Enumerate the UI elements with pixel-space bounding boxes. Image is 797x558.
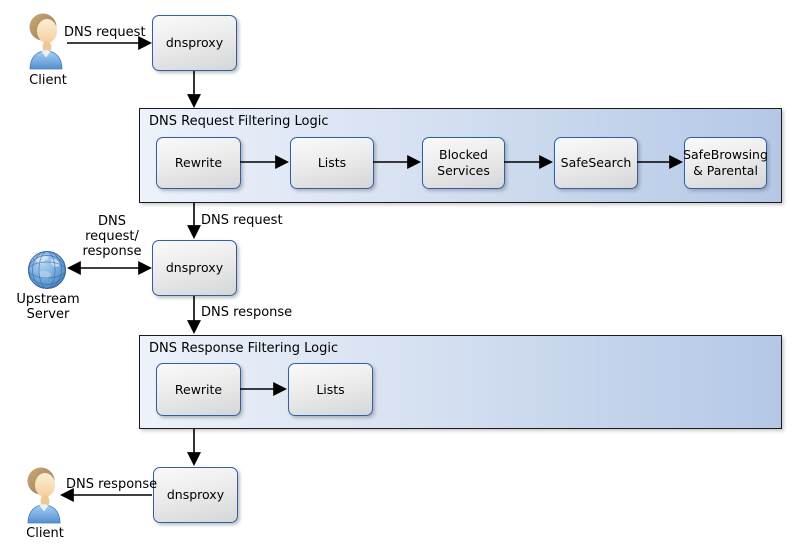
node-label: SafeBrowsing & Parental — [683, 147, 768, 178]
node-blocked-services: Blocked Services — [422, 137, 505, 189]
node-label: Rewrite — [174, 381, 223, 397]
person-icon — [27, 467, 61, 524]
node-label: Lists — [316, 381, 345, 397]
edge-label-upstream-exchange: DNS request/ response — [82, 214, 142, 259]
client-top-label: Client — [29, 73, 67, 88]
node-dnsproxy-bottom: dnsproxy — [153, 467, 238, 523]
node-dnsproxy-middle: dnsproxy — [152, 240, 237, 296]
node-safesearch: SafeSearch — [554, 137, 638, 189]
edge-label-client-request: DNS request — [64, 25, 146, 40]
node-dnsproxy-top: dnsproxy — [152, 15, 237, 71]
container-request-filter: DNS Request Filtering Logic Rewrite List… — [139, 108, 782, 203]
request-filter-title: DNS Request Filtering Logic — [149, 114, 329, 129]
node-safebrowsing-parental: SafeBrowsing & Parental — [683, 137, 768, 189]
node-lists-request: Lists — [290, 137, 374, 189]
node-label: Rewrite — [174, 155, 223, 171]
node-label: SafeSearch — [560, 155, 632, 171]
edge-label-upstream-response: DNS response — [201, 305, 293, 320]
node-label: Lists — [317, 155, 347, 171]
upstream-server-label: Upstream Server — [16, 292, 80, 322]
node-label: Blocked Services — [437, 147, 490, 178]
response-filter-title: DNS Response Filtering Logic — [149, 341, 339, 356]
client-bottom-label: Client — [26, 526, 64, 541]
container-response-filter: DNS Response Filtering Logic Rewrite Lis… — [139, 335, 782, 429]
node-rewrite-request: Rewrite — [156, 137, 241, 189]
globe-icon — [27, 250, 67, 290]
node-label: dnsproxy — [165, 35, 224, 51]
node-rewrite-response: Rewrite — [156, 363, 241, 416]
node-label: dnsproxy — [166, 487, 225, 503]
person-icon — [29, 13, 63, 70]
edge-label-client-response: DNS response — [66, 477, 158, 492]
node-lists-response: Lists — [288, 363, 373, 416]
edge-label-filtered-request: DNS request — [201, 213, 283, 228]
node-label: dnsproxy — [165, 260, 224, 276]
